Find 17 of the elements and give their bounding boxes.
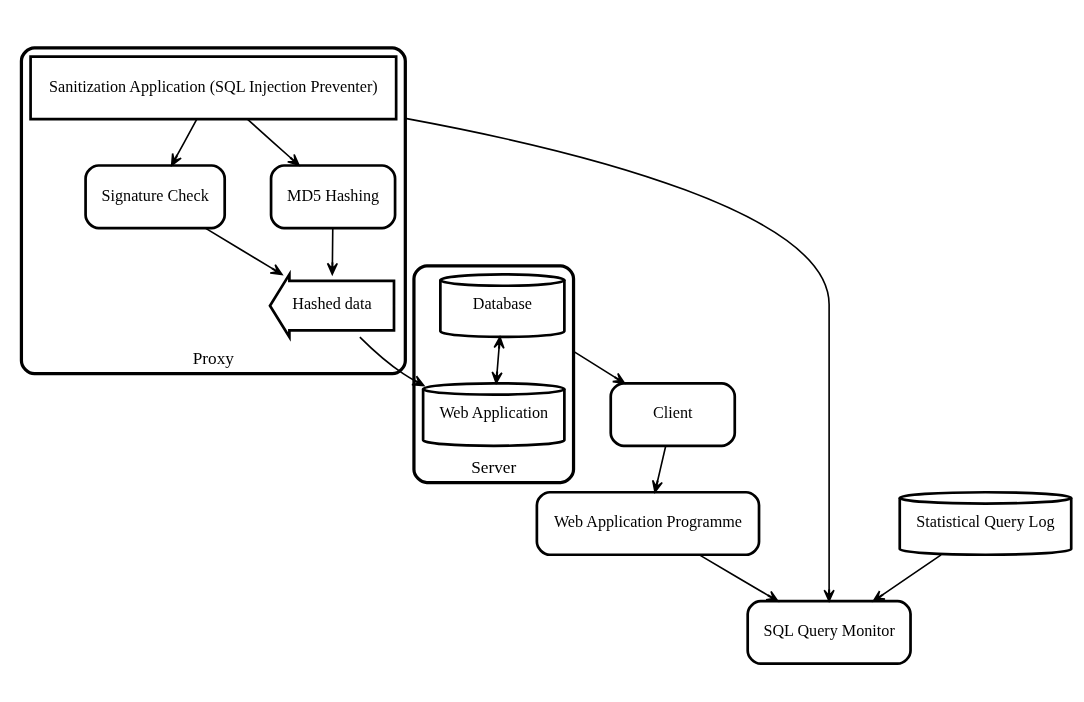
node-box: Sanitization Application (SQL Injection Preventer) (29, 54, 398, 120)
arrow (872, 553, 942, 602)
arrow (170, 117, 198, 166)
arrow (572, 350, 626, 384)
node-box: Signature Check (84, 163, 227, 229)
arrow (359, 335, 425, 386)
arrow (698, 553, 779, 602)
arrow (204, 226, 283, 275)
node-box: Client (609, 381, 737, 447)
node-box: MD5 Hashing (269, 163, 397, 229)
arrow (246, 117, 300, 166)
arrow (326, 226, 339, 275)
arrow (491, 335, 505, 384)
node-box: Web Application Programme (535, 490, 761, 556)
arrow (651, 444, 667, 493)
node-box: SQL Query Monitor (746, 599, 912, 665)
arrow (404, 117, 835, 602)
